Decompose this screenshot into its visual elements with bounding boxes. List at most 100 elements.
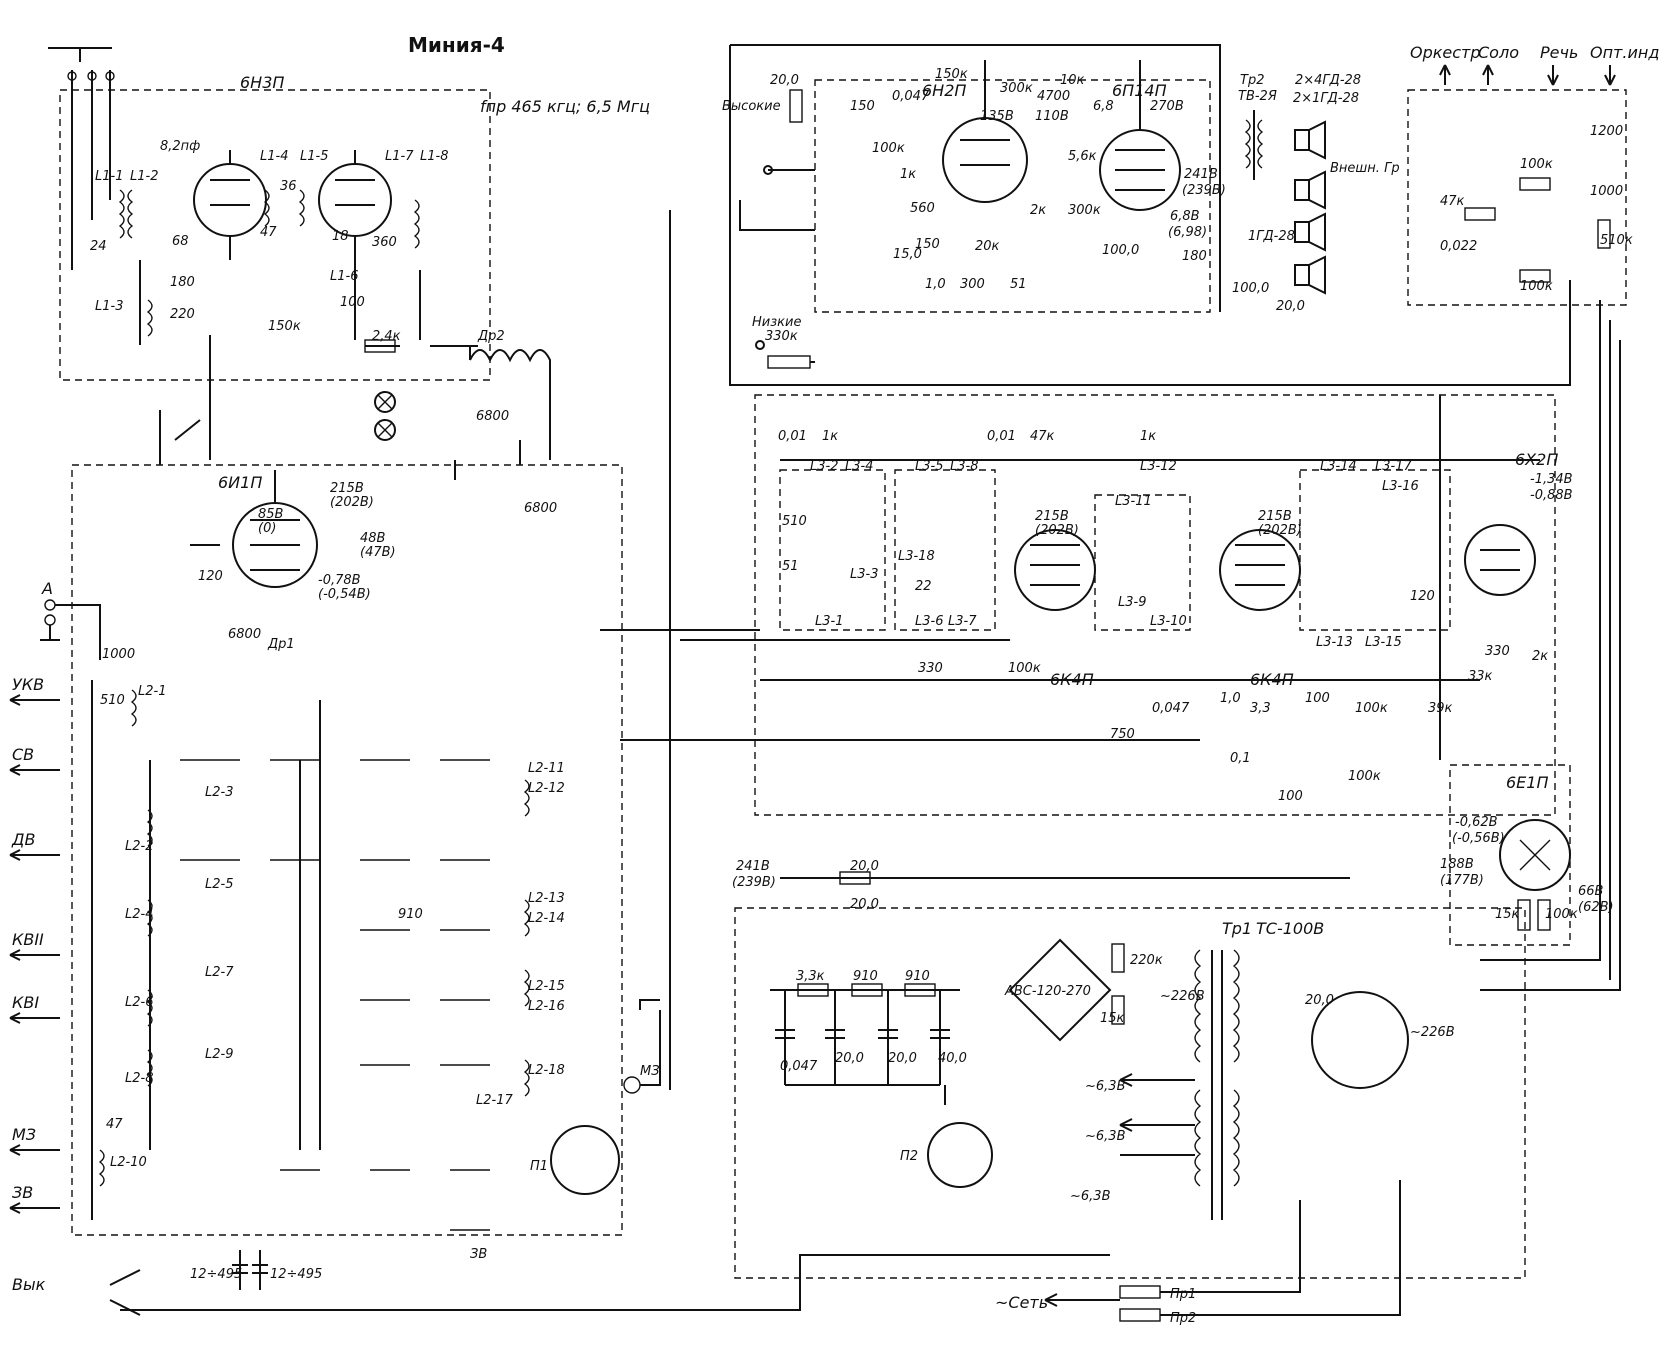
if-cap-51-1: 51 — [782, 559, 799, 574]
if-can-1 — [779, 469, 886, 631]
tuning-cap-1: 12÷495 — [190, 1267, 242, 1282]
label-l2-6: L2-6 — [125, 995, 153, 1010]
cap-24: 24 — [90, 239, 107, 254]
tone-key-solo[interactable]: Соло — [1478, 43, 1519, 62]
treble-pot-icon[interactable] — [789, 89, 803, 123]
res-150k: 150к — [935, 67, 968, 82]
coil-l1-3-icon — [146, 299, 153, 337]
cap-510: 510 — [100, 693, 125, 708]
output-transformer-icon — [1244, 119, 1264, 169]
label-l1-2: L1-2 — [130, 169, 158, 184]
voltage-selector-icon[interactable] — [1311, 991, 1409, 1089]
label-l3-16: L3-16 — [1382, 479, 1419, 494]
if-cap-330-1: 330 — [918, 661, 943, 676]
socket-p2-label: П2 — [900, 1149, 918, 1164]
psu-v-241: 241В — [736, 859, 770, 874]
power-transformer-core-icon — [1211, 950, 1223, 1220]
cap-47-b: 47 — [106, 1117, 123, 1132]
label-l3-2: L3-2 — [810, 459, 838, 474]
tube-6x2p-icon — [1464, 524, 1536, 596]
socket-p2-icon — [927, 1122, 993, 1188]
v-135: 135В — [980, 109, 1014, 124]
rectifier-bridge-icon — [1008, 938, 1112, 1042]
cap-10-0: 100,0 — [1232, 281, 1269, 296]
cap-1000: 1000 — [102, 647, 135, 662]
label-l2-4: L2-4 — [125, 907, 153, 922]
v-66: 66В — [1578, 884, 1604, 899]
antenna-label: А — [41, 579, 53, 598]
speaker-extra: 1ГД-28 — [1248, 229, 1295, 244]
res-560: 560 — [910, 201, 935, 216]
label-l2-15: L2-15 — [528, 979, 565, 994]
if-cap-001-2: 0,01 — [987, 429, 1016, 444]
tone-key-orchestra[interactable]: Оркестр — [1410, 43, 1481, 62]
ind-res-15k: 15к — [1495, 907, 1520, 922]
tone-key-frame — [1407, 89, 1627, 306]
cap-0047: 0,047 — [892, 89, 930, 104]
band-selector-labels: УКВ СВ ДВ КВII КВI МЗ ЗВ Вык — [9, 675, 1110, 1316]
v-202-if2: (202В) — [1258, 523, 1302, 538]
tone-key-speech[interactable]: Речь — [1540, 43, 1578, 62]
psu-cap-20-a: 20,0 — [850, 897, 879, 912]
tube-label-6e1p: 6Е1П — [1506, 773, 1549, 792]
cap-6800-b: 6800 — [524, 501, 557, 516]
psu-res-3-3k: 3,3к — [796, 969, 825, 984]
fuse-2-label: Пр2 — [1170, 1311, 1196, 1326]
bass-pot-icon[interactable] — [767, 355, 811, 369]
if-cap-750: 750 — [1110, 727, 1135, 742]
label-l3-4: L3-4 — [845, 459, 873, 474]
cap-0022-t: 0,022 — [1440, 239, 1477, 254]
band-kv2: КВII — [12, 930, 44, 949]
label-l3-5: L3-5 — [915, 459, 943, 474]
res-100k-t2: 100к — [1520, 279, 1553, 294]
bass-control-label: Низкие — [752, 315, 801, 330]
res-10k: 10к — [1060, 73, 1085, 88]
if-cap-0047: 0,047 — [1152, 701, 1190, 716]
audio-block-frame — [814, 79, 1211, 313]
if-res-3-3: 3,3 — [1250, 701, 1271, 716]
label-l2-7: L2-7 — [205, 965, 234, 980]
res-220: 220 — [170, 307, 195, 322]
cap-100: 100 — [340, 295, 365, 310]
schematic-title: Миния-4 — [408, 33, 505, 57]
if-res-2k: 2к — [1532, 649, 1548, 664]
ind-res-100k: 100к — [1545, 907, 1578, 922]
cap-6800-c: 6800 — [228, 627, 261, 642]
output-transformer-label: Тр2 — [1240, 73, 1264, 88]
v-215: 215В — [330, 481, 364, 496]
if-amplifier-block: L3-2 L3-4 L3-5 L3-8 L3-1 L3-3 L3-18 L3-6… — [600, 394, 1573, 816]
label-l3-7: L3-7 — [948, 614, 977, 629]
label-l2-2: L2-2 — [125, 839, 153, 854]
psu-cap-20-b: 20,0 — [835, 1051, 864, 1066]
res-20k: 20к — [975, 239, 1000, 254]
res-300k: 300к — [1000, 81, 1033, 96]
tone-key-indicator[interactable]: Опт.инд — [1590, 43, 1659, 62]
speakers-main: 2×4ГД-28 — [1295, 73, 1361, 88]
res-2k: 2к — [1030, 203, 1046, 218]
res-120: 120 — [198, 569, 223, 584]
cap-4700: 4700 — [1037, 89, 1070, 104]
power-transformer-type: ТС-100В — [1256, 919, 1324, 938]
psu-res-910-2: 910 — [905, 969, 930, 984]
tube-6e1p-icon — [1499, 819, 1571, 891]
if-res-1k-1: 1к — [822, 429, 838, 444]
if-cap-330-2: 330 — [1485, 644, 1510, 659]
tuning-indicator-block: 6Е1П -0,62В (-0,56В) 66В (62В) 188В (177… — [1440, 764, 1614, 946]
audio-block: 6Н2П 6П14П 20,0 150 0,047 150к 300к 10к … — [722, 44, 1571, 386]
if-res-100k-3: 100к — [1348, 769, 1381, 784]
socket-p1-label: П1 — [530, 1159, 548, 1174]
power-transformer-label: Тр1 — [1222, 919, 1252, 938]
band-dv: ДВ — [11, 830, 35, 849]
if-res-1-0: 1,0 — [1220, 691, 1241, 706]
if-res-33k: 33к — [1468, 669, 1493, 684]
if-block-frame — [754, 394, 1556, 816]
label-l1-8: L1-8 — [420, 149, 448, 164]
band-zv: ЗВ — [12, 1183, 33, 1202]
fuse-1-label: Пр1 — [1170, 1287, 1196, 1302]
res-510k: 510к — [1600, 233, 1633, 248]
psu-cap-0047: 0,047 — [780, 1059, 818, 1074]
v-0: (0) — [258, 521, 276, 536]
cap-47: 47 — [260, 225, 277, 240]
power-supply-block: 241В (239В) 20,0 20,0 3,3к 910 910 0,047… — [732, 859, 1526, 1326]
if-res-1k-2: 1к — [1140, 429, 1156, 444]
